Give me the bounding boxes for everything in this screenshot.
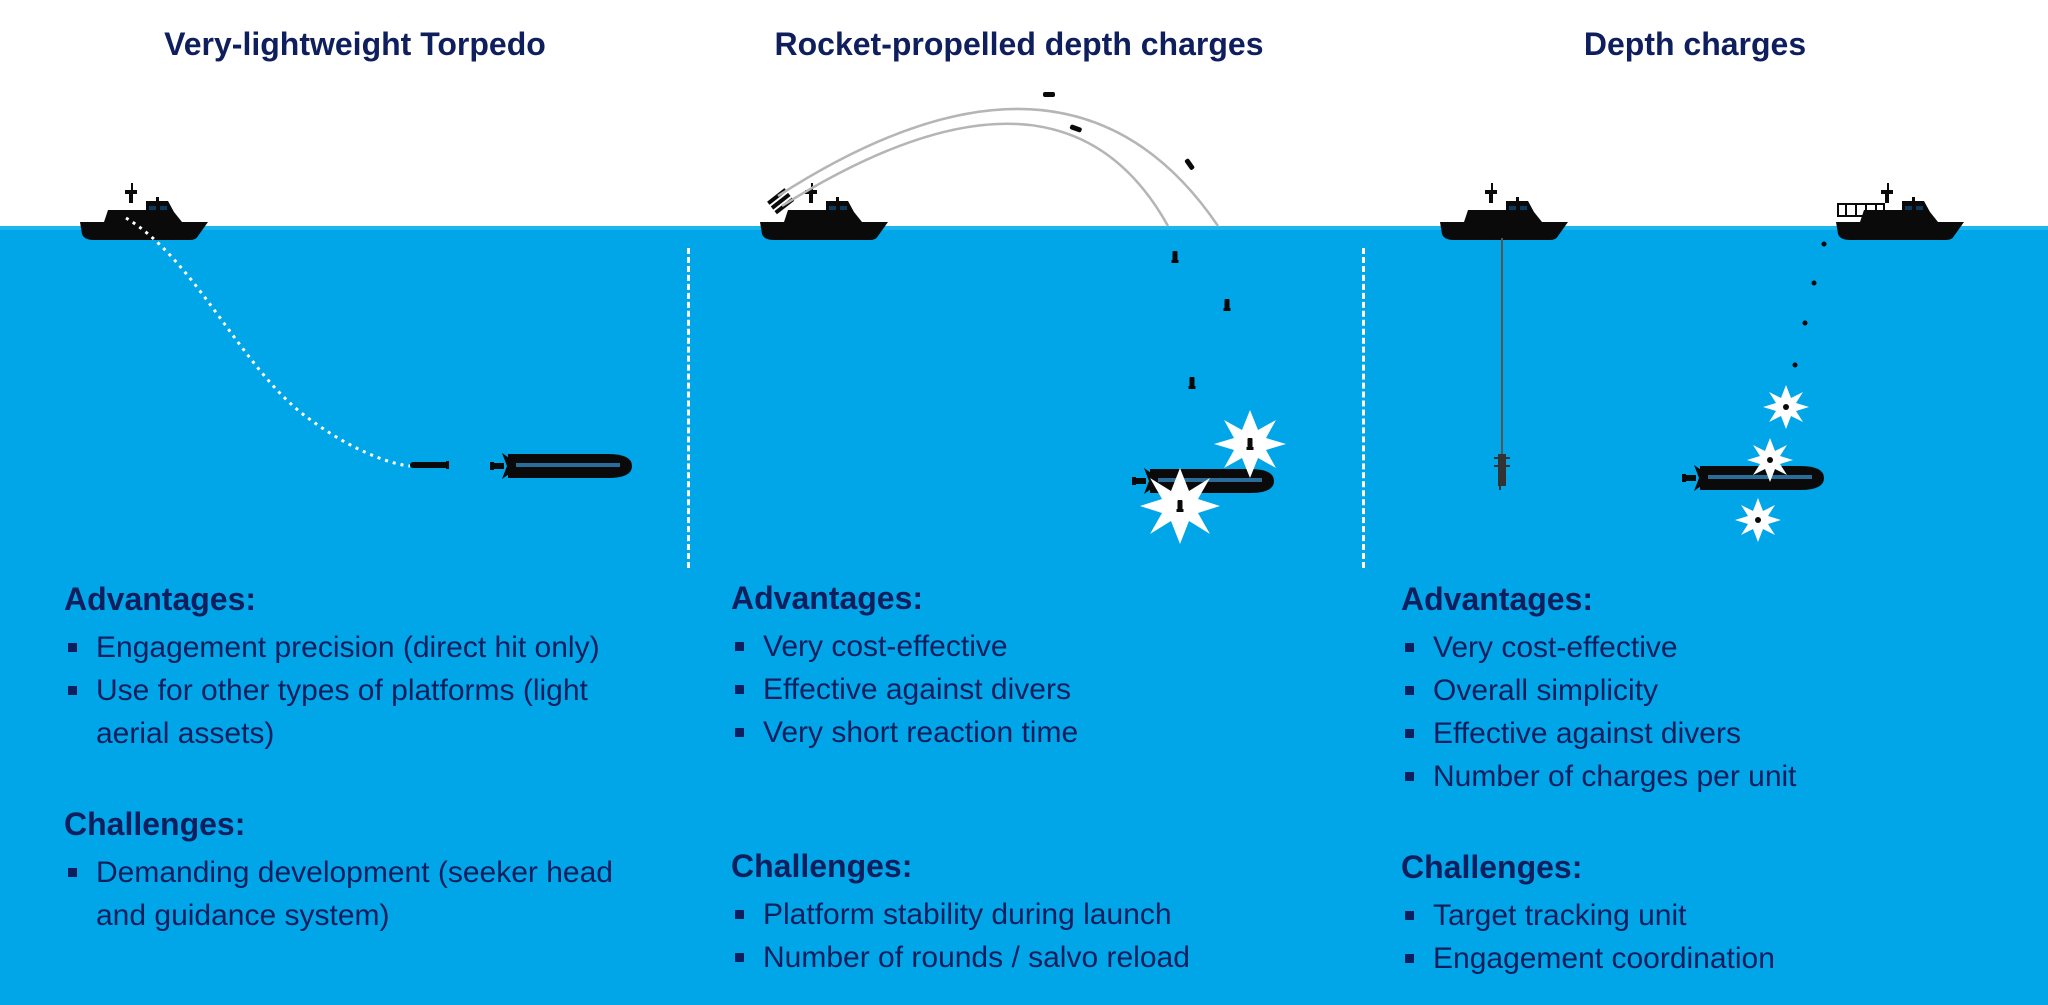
list-item: Engagement coordination: [1401, 937, 2001, 980]
charge-rack-icon: [1837, 203, 1885, 217]
challenges-section: Challenges: Platform stability during la…: [731, 845, 1331, 979]
depth-charge-icon: [1043, 92, 1231, 389]
panel-rocket-depth-charges: Advantages: Very cost-effective Effectiv…: [731, 577, 1331, 979]
torpedo-icon: [410, 461, 449, 469]
explosion-icon: [1735, 498, 1781, 542]
list-item: Very cost-effective: [1401, 626, 2001, 669]
challenges-list: Platform stability during launch Number …: [731, 893, 1331, 979]
advantages-list: Very cost-effective Effective against di…: [731, 625, 1331, 754]
list-item: Very cost-effective: [731, 625, 1331, 668]
torpedo-trajectory: [125, 216, 411, 468]
sea-surface: [0, 226, 2048, 230]
column-divider-2: [1362, 248, 1365, 568]
sea: [0, 228, 2048, 1005]
list-item: Effective against divers: [1401, 712, 2001, 755]
explosion-icon: [1763, 385, 1809, 429]
challenges-heading: Challenges:: [731, 848, 913, 884]
challenges-section: Challenges: Demanding development (seeke…: [64, 803, 624, 937]
boat-icon: [80, 183, 208, 240]
title-torpedo: Very-lightweight Torpedo: [164, 26, 546, 62]
panel-torpedo: Advantages: Engagement precision (direct…: [64, 578, 624, 937]
advantages-heading: Advantages:: [731, 580, 924, 616]
submarine-icon: [490, 453, 632, 479]
boat-icon: [1440, 183, 1568, 240]
advantages-list: Engagement precision (direct hit only) U…: [64, 626, 624, 755]
advantages-heading: Advantages:: [64, 581, 257, 617]
title-rocket-depth-charges: Rocket-propelled depth charges: [774, 26, 1264, 62]
list-item: Engagement precision (direct hit only): [64, 626, 624, 669]
list-item: Demanding development (seeker head and g…: [64, 851, 624, 937]
list-item: Number of charges per unit: [1401, 755, 2001, 798]
list-item: Effective against divers: [731, 668, 1331, 711]
sky: [0, 0, 2048, 228]
challenges-list: Demanding development (seeker head and g…: [64, 851, 624, 937]
challenges-section: Challenges: Target tracking unit Engagem…: [1401, 846, 2001, 980]
advantages-heading: Advantages:: [1401, 581, 1594, 617]
challenges-list: Target tracking unit Engagement coordina…: [1401, 894, 2001, 980]
list-item: Very short reaction time: [731, 711, 1331, 754]
submarine-icon: [1682, 465, 1824, 491]
list-item: Platform stability during launch: [731, 893, 1331, 936]
list-item: Target tracking unit: [1401, 894, 2001, 937]
sonar-unit-icon: [1494, 454, 1510, 490]
challenges-heading: Challenges:: [64, 806, 246, 842]
explosion-icon: [1747, 438, 1793, 482]
advantages-list: Very cost-effective Overall simplicity E…: [1401, 626, 2001, 798]
rocket-trajectory-1: [777, 107, 1220, 227]
explosion-icon: [1214, 410, 1286, 478]
list-item: Number of rounds / salvo reload: [731, 936, 1331, 979]
panel-depth-charges: Advantages: Very cost-effective Overall …: [1401, 578, 2001, 980]
depth-charge-icon: [1792, 241, 1827, 368]
list-item: Use for other types of platforms (light …: [64, 669, 624, 755]
column-divider-1: [687, 248, 690, 568]
explosion-icon: [1140, 468, 1220, 544]
title-depth-charges: Depth charges: [1583, 26, 1807, 62]
list-item: Overall simplicity: [1401, 669, 2001, 712]
rocket-trajectory-2: [781, 122, 1170, 227]
challenges-heading: Challenges:: [1401, 849, 1583, 885]
